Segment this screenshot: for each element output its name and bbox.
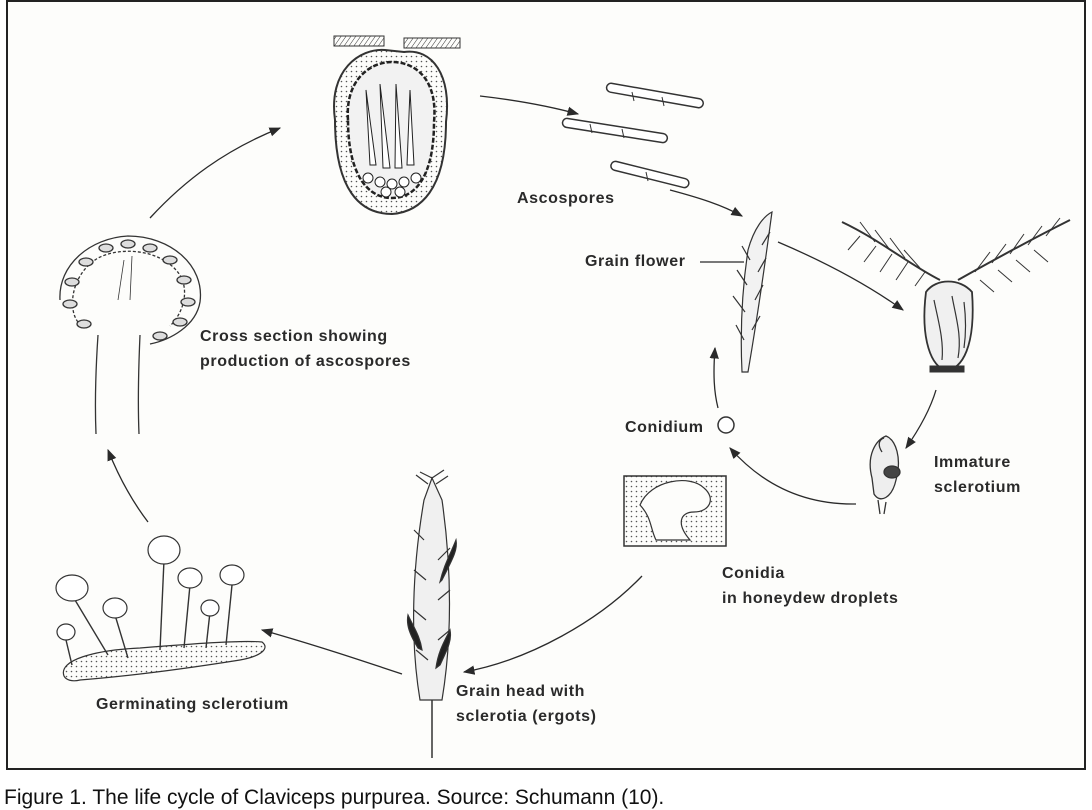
arrow-to-immature-sclerotium [905, 389, 937, 449]
perithecium-illustration [333, 35, 461, 216]
label-grain-head-line2: sclerotia (ergots) [456, 708, 597, 725]
arrow-to-ovary [777, 241, 904, 311]
label-conidia-honeydew-line1: Conidia [722, 565, 785, 582]
stroma-cross-section-illustration [59, 235, 202, 435]
arrow-to-grain-head [462, 575, 643, 675]
conidium-icon [717, 416, 735, 434]
ovary-illustration [841, 217, 1071, 373]
label-conidium: Conidium [625, 419, 704, 436]
arrow-to-conidium [729, 447, 857, 505]
arrow-to-stalks [107, 448, 149, 523]
immature-sclerotium-illustration [869, 435, 901, 515]
label-cross-section-line2: production of ascospores [200, 353, 411, 370]
label-conidia-honeydew-line2: in honeydew droplets [722, 590, 899, 607]
label-germinating-sclerotium: Germinating sclerotium [96, 696, 289, 713]
label-immature-sclerotium-line1: Immature [934, 454, 1011, 471]
figure-frame [6, 0, 1086, 770]
arrow-conidium-to-flower [709, 346, 719, 409]
label-ascospores: Ascospores [517, 190, 615, 207]
life-cycle-diagram [55, 35, 1071, 758]
label-conidia-honeydew: Conidia in honeydew droplets [722, 561, 898, 611]
cycle-arrows [107, 95, 937, 675]
label-cross-section: Cross section showing production of asco… [200, 324, 411, 374]
arrow-to-grain-flower [669, 189, 744, 217]
arrow-to-ascospores [479, 95, 580, 116]
label-cross-section-line1: Cross section showing [200, 328, 388, 345]
grain-flower-leader-line [700, 261, 744, 263]
arrow-to-germinating [260, 628, 403, 675]
grain-flower-illustration [732, 210, 773, 373]
label-immature-sclerotium-line2: sclerotium [934, 479, 1021, 496]
label-grain-head-line1: Grain head with [456, 683, 586, 700]
conidia-honeydew-illustration [623, 475, 727, 547]
label-grain-head: Grain head with sclerotia (ergots) [456, 679, 597, 729]
arrow-to-perithecium [149, 127, 282, 219]
figure-caption: Figure 1. The life cycle of Claviceps pu… [4, 786, 665, 809]
germinating-sclerotium-illustration [55, 535, 266, 682]
label-immature-sclerotium: Immature sclerotium [934, 450, 1021, 500]
grain-head-illustration [406, 469, 457, 758]
label-grain-flower: Grain flower [585, 253, 686, 270]
ascospore-illustrations [561, 82, 704, 189]
